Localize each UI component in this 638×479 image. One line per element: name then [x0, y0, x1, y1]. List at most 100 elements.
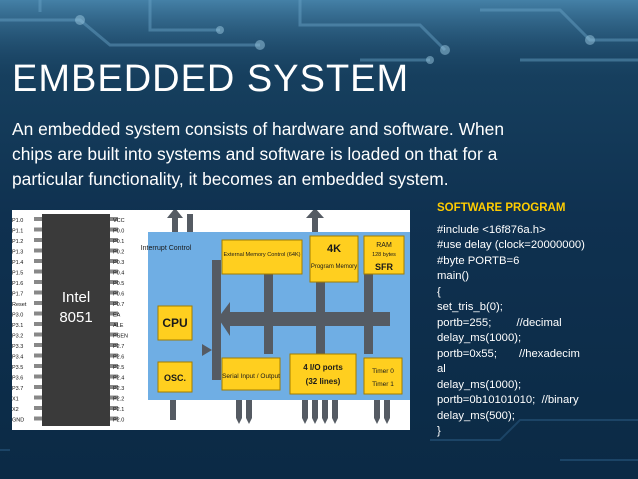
chip-name-line2: 8051	[59, 309, 92, 326]
chip-pin-label: P3.0	[12, 313, 23, 319]
serial-label: Serial Input / Output	[222, 373, 280, 380]
chip-pin-label: P1.0	[12, 218, 23, 224]
software-heading: SOFTWARE PROGRAM	[437, 201, 633, 217]
code-line: portb=255; //decimal	[437, 316, 633, 332]
io-lines-label: (32 lines)	[306, 377, 341, 386]
interrupt-label: Interrupt Control	[141, 245, 192, 252]
chip-pin-label: P2.1	[113, 407, 124, 413]
code-line: set_tris_b(0);	[437, 300, 633, 316]
body-line: An embedded system consists of hardware …	[12, 117, 628, 142]
chip-pin-label: P1.4	[12, 260, 23, 266]
chip-pin-label: P0.0	[113, 229, 124, 235]
timer0-label: Timer 0	[372, 368, 394, 375]
chip-name-line1: Intel	[62, 289, 90, 306]
chip-pin-stub	[34, 406, 42, 410]
chip-pin-label: PSEN	[113, 334, 128, 340]
chip-pin-label: P3.5	[12, 365, 23, 371]
ext-memory-label: External Memory Control (64K)	[223, 252, 300, 258]
chip-pin-label: P1.3	[12, 250, 23, 256]
chip-pin-label: P1.7	[12, 292, 23, 298]
chip-pin-stub	[34, 333, 42, 337]
chip-pin-stub	[34, 301, 42, 305]
chip-pin-label: P1.1	[12, 229, 23, 235]
program-memory-size: 4K	[327, 243, 341, 255]
chip-pin-stub	[34, 417, 42, 421]
code-line: #include <16f876a.h>	[437, 223, 633, 239]
chip-pin-label: P2.5	[113, 365, 124, 371]
code-block: #include <16f876a.h>#use delay (clock=20…	[437, 223, 633, 440]
chip-pin-label: P2.3	[113, 386, 124, 392]
body-line: particular functionality, it becomes an …	[12, 167, 628, 192]
chip-pin-stub	[34, 291, 42, 295]
chip-left-pins: P1.0P1.1P1.2P1.3P1.4P1.5P1.6P1.7ResetP3.…	[12, 217, 42, 424]
chip-pin-label: P2.7	[113, 344, 124, 350]
chip-pin-label: P1.5	[12, 271, 23, 277]
chip-pin-stub	[34, 312, 42, 316]
software-program-panel: SOFTWARE PROGRAM #include <16f876a.h>#us…	[437, 201, 633, 440]
chip-pin-label: P0.6	[113, 292, 124, 298]
chip-pin-label: ALE	[113, 323, 124, 329]
chip-pin-label: P2.6	[113, 355, 124, 361]
chip-pin-label: P0.7	[113, 302, 124, 308]
code-line: delay_ms(500);	[437, 409, 633, 425]
ram-size: 128 bytes	[372, 252, 396, 258]
chip-pin-label: P2.2	[113, 397, 124, 403]
chip-pin-label: GND	[12, 418, 24, 424]
block-diagram-svg: P1.0P1.1P1.2P1.3P1.4P1.5P1.6P1.7ResetP3.…	[12, 210, 410, 430]
code-line: al	[437, 362, 633, 378]
chip-pin-stub	[34, 375, 42, 379]
code-line: delay_ms(1000);	[437, 378, 633, 394]
chip-pin-label: VCC	[113, 218, 125, 224]
chip-pin-stub	[34, 249, 42, 253]
chip-pin-stub	[34, 217, 42, 221]
chip-pin-label: P2.4	[113, 376, 124, 382]
code-line: {	[437, 285, 633, 301]
chip-pin-label: P3.4	[12, 355, 23, 361]
chip-right-pins: VCC P0.0P0.1P0.2P0.3P0.4P0.5P0.6P0.7EA ALE…	[110, 217, 128, 424]
bottom-arrows	[170, 400, 390, 424]
chip-pin-stub	[34, 259, 42, 263]
code-line: #byte PORTB=6	[437, 254, 633, 270]
io-ports-label: 4 I/O ports	[303, 363, 343, 372]
chip-pin-stub	[34, 280, 42, 284]
chip-pin-stub	[34, 228, 42, 232]
slide-title: EMBEDDED SYSTEM	[12, 58, 409, 101]
chip-pin-label: P3.3	[12, 344, 23, 350]
chip-pin-label: P0.1	[113, 239, 124, 245]
osc-label: OSC.	[164, 373, 186, 383]
chip-pin-label: Reset	[12, 302, 27, 308]
slide-body: An embedded system consists of hardware …	[12, 117, 628, 192]
sfr-label: SFR	[375, 262, 394, 272]
code-line: portb=0b10101010; //binary	[437, 393, 633, 409]
chip-pin-label: P3.2	[12, 334, 23, 340]
chip-pin-label: P3.7	[12, 386, 23, 392]
chip-pin-label: P0.5	[113, 281, 124, 287]
chip-pin-stub	[34, 343, 42, 347]
chip-pin-stub	[34, 396, 42, 400]
chip-pin-stub	[34, 270, 42, 274]
body-line: chips are built into systems and softwar…	[12, 142, 628, 167]
chip-pin-stub	[34, 322, 42, 326]
code-line: #use delay (clock=20000000)	[437, 238, 633, 254]
chip-pin-label: P1.2	[12, 239, 23, 245]
chip-pin-label: P0.4	[113, 271, 124, 277]
code-line: }	[437, 424, 633, 440]
chip-pin-label: P0.2	[113, 250, 124, 256]
cpu-label: CPU	[162, 316, 187, 330]
chip-pin-label: P3.6	[12, 376, 23, 382]
chip-pin-stub	[34, 354, 42, 358]
chip-pin-label: P0.3	[113, 260, 124, 266]
code-line: delay_ms(1000);	[437, 331, 633, 347]
ram-label: RAM	[376, 242, 392, 249]
chip-pin-label: P3.1	[12, 323, 23, 329]
chip-pin-label: EA	[113, 313, 121, 319]
chip-pin-stub	[34, 385, 42, 389]
chip-pin-label: X1	[12, 397, 19, 403]
chip-pin-label: P2.0	[113, 418, 124, 424]
chip-pin-label: X2	[12, 407, 19, 413]
chip-pin-stub	[34, 238, 42, 242]
top-arrows	[167, 210, 324, 232]
chip-pin-stub	[34, 364, 42, 368]
